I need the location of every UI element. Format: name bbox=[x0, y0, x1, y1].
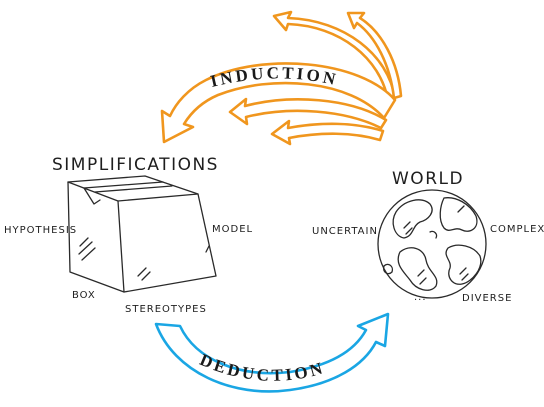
complex-label: COMPLEX bbox=[490, 224, 544, 235]
stereotypes-label: STEREOTYPES bbox=[125, 304, 207, 315]
induction-arrow-middle bbox=[228, 97, 388, 130]
deduction-arrows: DEDUCTION bbox=[154, 312, 390, 393]
model-label: MODEL bbox=[212, 224, 253, 235]
simplifications-title: SIMPLIFICATIONS bbox=[52, 155, 219, 175]
hypothesis-label: HYPOTHESIS bbox=[4, 225, 77, 236]
ellipsis-label: ... bbox=[414, 292, 427, 303]
induction-arrow-upper-left bbox=[272, 10, 397, 102]
globe-icon bbox=[377, 189, 487, 299]
box-label: BOX bbox=[72, 290, 96, 301]
deduction-arrow bbox=[154, 312, 390, 393]
simplifications-group: SIMPLIFICATIONS HYPOTHESIS MODEL BOX STE… bbox=[4, 155, 253, 315]
world-title: WORLD bbox=[392, 169, 464, 189]
induction-arrows: INDUCTION bbox=[160, 10, 403, 146]
world-group: WORLD UNCERTAIN COMPLEX ... DIVERSE bbox=[312, 169, 544, 304]
uncertain-label: UNCERTAIN bbox=[312, 226, 378, 237]
induction-arrow-upper-right bbox=[346, 11, 403, 100]
box-icon bbox=[67, 175, 217, 293]
diverse-label: DIVERSE bbox=[462, 293, 512, 304]
induction-arrow-lower bbox=[270, 119, 385, 146]
induction-arrow-main bbox=[160, 62, 397, 144]
